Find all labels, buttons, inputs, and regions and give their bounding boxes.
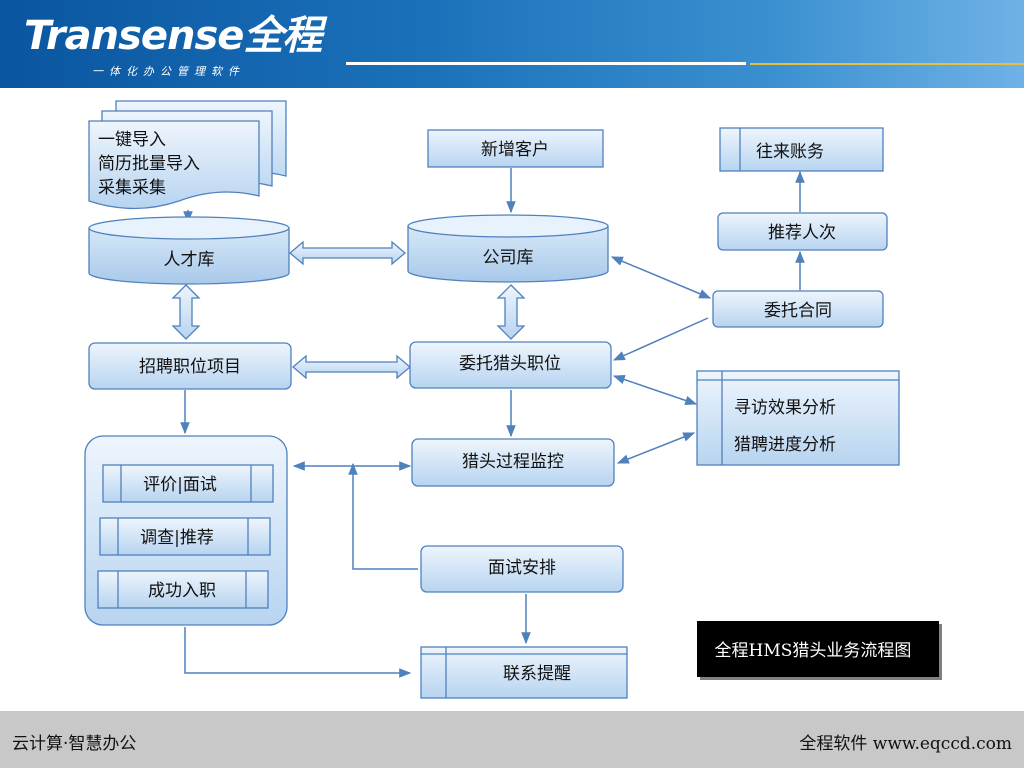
- import-line-3: 采集采集: [98, 178, 166, 198]
- import-line-1: 一键导入: [98, 130, 166, 150]
- company-db-label: 公司库: [483, 248, 534, 268]
- contract-box: 委托合同: [712, 290, 884, 328]
- header-banner: Transense全程 一体化办公管理软件: [0, 0, 1024, 88]
- arrow-monitor-analysis: [616, 432, 696, 464]
- accounts-box: 往来账务: [719, 127, 884, 172]
- header-divider-gold: [750, 63, 1024, 65]
- reminder-box: 联系提醒: [420, 646, 628, 699]
- header-divider-white: [346, 62, 746, 65]
- block-arrow-company-position: [496, 284, 526, 340]
- onboard-step: 成功入职: [97, 570, 269, 609]
- company-database: 公司库: [407, 214, 609, 283]
- evaluate-label: 评价|面试: [143, 475, 217, 495]
- recruit-steps-container: 评价|面试 调查|推荐 成功入职: [84, 435, 288, 626]
- arrow-contract-to-position: [612, 317, 709, 361]
- brand-tagline: 一体化办公管理软件: [92, 65, 245, 78]
- footer-bar: 云计算·智慧办公 全程软件 www.eqccd.com: [0, 711, 1024, 768]
- interview-arrange-box: 面试安排: [420, 545, 624, 593]
- arrow-position-analysis: [612, 374, 698, 406]
- process-monitor-label: 猎头过程监控: [462, 452, 564, 472]
- block-arrow-project-position: [291, 354, 412, 380]
- brand-logo: Transense全程: [24, 13, 322, 59]
- talent-db-label: 人才库: [164, 250, 215, 270]
- diagram-caption: 全程HMS猎头业务流程图: [697, 621, 942, 680]
- reminder-label: 联系提醒: [503, 664, 571, 684]
- footer-website: 全程软件 www.eqccd.com: [799, 734, 1012, 754]
- evaluate-step: 评价|面试: [102, 464, 274, 503]
- talent-database: 人才库: [88, 216, 290, 285]
- recommend-count-box: 推荐人次: [717, 212, 888, 251]
- block-arrow-talent-company: [288, 240, 407, 266]
- headhunt-position-label: 委托猎头职位: [459, 354, 561, 374]
- arrow-company-contract: [610, 256, 712, 299]
- investigate-label: 调查|推荐: [140, 528, 214, 548]
- interview-arrange-label: 面试安排: [488, 558, 556, 578]
- import-line-2: 简历批量导入: [98, 154, 200, 174]
- import-documents: 一键导入 简历批量导入 采集采集: [88, 100, 287, 210]
- accounts-label: 往来账务: [756, 142, 824, 162]
- investigate-step: 调查|推荐: [99, 517, 271, 556]
- arrow-arrange-to-monitor-line: [348, 462, 418, 570]
- analysis-line-1: 寻访效果分析: [734, 398, 836, 418]
- process-monitor-box: 猎头过程监控: [411, 438, 615, 487]
- new-customer-box: 新增客户: [427, 129, 604, 168]
- recruit-project-label: 招聘职位项目: [139, 357, 241, 377]
- arrow-steps-to-reminder: [184, 627, 412, 678]
- analysis-line-2: 猎聘进度分析: [734, 435, 836, 455]
- caption-text: 全程HMS猎头业务流程图: [715, 641, 912, 661]
- headhunt-position-box: 委托猎头职位: [409, 341, 612, 389]
- contract-label: 委托合同: [764, 301, 832, 321]
- onboard-label: 成功入职: [148, 581, 216, 601]
- footer-slogan: 云计算·智慧办公: [12, 734, 137, 754]
- recommend-count-label: 推荐人次: [768, 223, 836, 243]
- new-customer-label: 新增客户: [481, 140, 549, 160]
- block-arrow-talent-project: [171, 284, 201, 340]
- recruit-project-box: 招聘职位项目: [88, 342, 292, 390]
- analysis-box: 寻访效果分析 猎聘进度分析: [696, 370, 900, 466]
